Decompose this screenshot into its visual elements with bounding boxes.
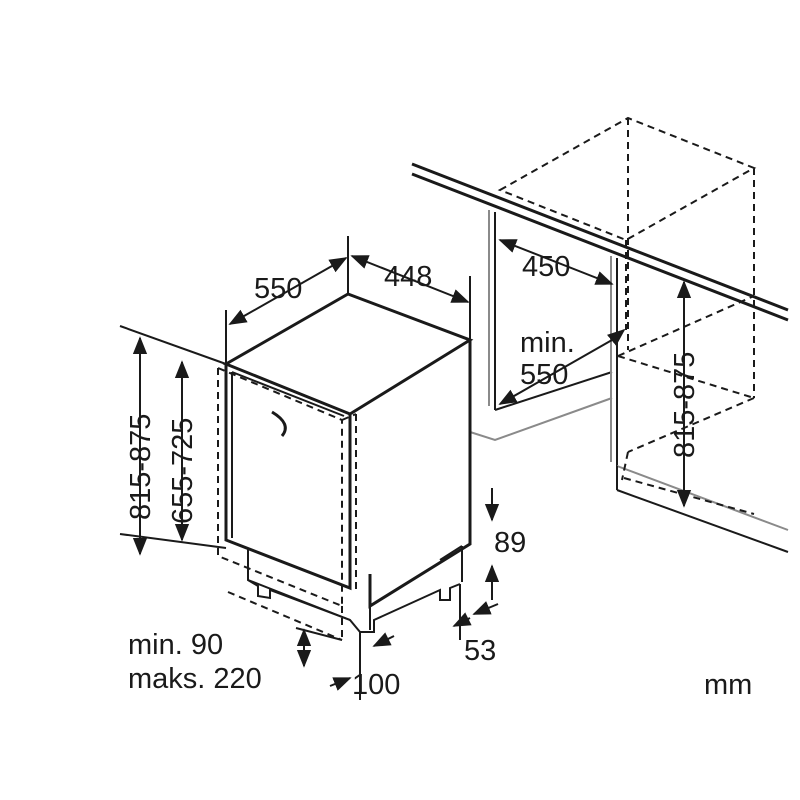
cabinet-niche — [411, 116, 789, 553]
label-niche-depth-2: 550 — [520, 359, 568, 391]
label-foot: 100 — [352, 669, 400, 701]
label-units: mm — [704, 669, 752, 701]
decor-panel-dashed — [217, 367, 357, 641]
appliance-top — [222, 292, 474, 416]
dishwasher — [217, 292, 474, 641]
label-plinth-height: 89 — [494, 527, 526, 559]
countertop — [411, 162, 789, 312]
label-depth: 550 — [254, 273, 302, 305]
label-height-inner: 655-725 — [167, 418, 199, 524]
niche-dashed-outline — [497, 116, 757, 515]
label-height-outer: 815-875 — [125, 414, 157, 520]
door-handle — [271, 410, 287, 437]
dimension-lines — [119, 236, 692, 700]
label-niche-depth-1: min. — [520, 327, 575, 359]
label-niche-height: 815-875 — [669, 352, 701, 458]
label-width: 448 — [384, 261, 432, 293]
label-toe-min: min. 90 — [128, 629, 223, 661]
appliance-side — [368, 340, 472, 609]
label-plinth-setback: 53 — [464, 635, 496, 667]
label-toe-max: maks. 220 — [128, 663, 262, 695]
label-niche-width: 450 — [522, 251, 570, 283]
appliance-door — [224, 364, 352, 591]
